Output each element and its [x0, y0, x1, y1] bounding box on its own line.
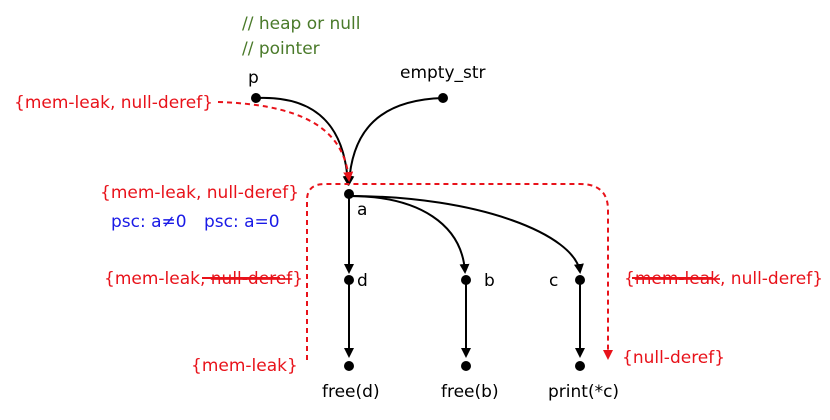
psc-label-right: psc: a=0: [204, 212, 280, 232]
node-label-c: c: [549, 271, 558, 291]
node-label-free-b: free(b): [441, 382, 499, 402]
node-label-d: d: [357, 271, 368, 291]
node-dot-free-d: [344, 361, 354, 371]
node-dot-a: [344, 189, 354, 199]
node-dot-c: [575, 275, 585, 285]
node-label-p: p: [248, 68, 259, 88]
annotation-row3-right-suffix: , null-deref}: [720, 269, 823, 289]
comment-heap-or-null: // heap or null: [242, 14, 361, 34]
comment-pointer: // pointer: [242, 39, 320, 59]
node-label-empty-str: empty_str: [400, 63, 486, 83]
edge-empty-str-to-a: [344, 97, 444, 186]
annotation-row3-left-suffix: }: [292, 269, 303, 289]
node-label-free-d: free(d): [322, 382, 380, 402]
flow-top-to-a: [217, 101, 354, 182]
edge-a-to-c: [348, 195, 584, 274]
node-dot-d: [344, 275, 354, 285]
node-label-a: a: [357, 200, 367, 220]
annotation-mid-left: {mem-leak, null-deref}: [100, 183, 299, 203]
node-label-print-c: print(*c): [548, 382, 619, 402]
node-dot-p: [251, 93, 261, 103]
annotation-bottom-right: {null-deref}: [622, 348, 725, 368]
annotation-row3-left-prefix: {mem-leak,: [104, 269, 211, 289]
node-dot-print-c: [575, 361, 585, 371]
node-dot-free-b: [461, 361, 471, 371]
annotation-row3-right-prefix: {: [624, 269, 635, 289]
annotation-bottom-left: {mem-leak}: [191, 356, 298, 376]
psc-label-left: psc: a≠0: [111, 212, 187, 232]
annotation-top-left: {mem-leak, null-deref}: [14, 93, 213, 113]
flow-split-left-right: [306, 183, 613, 360]
node-dot-b: [461, 275, 471, 285]
node-label-b: b: [484, 271, 495, 291]
node-dot-empty-str: [438, 93, 448, 103]
